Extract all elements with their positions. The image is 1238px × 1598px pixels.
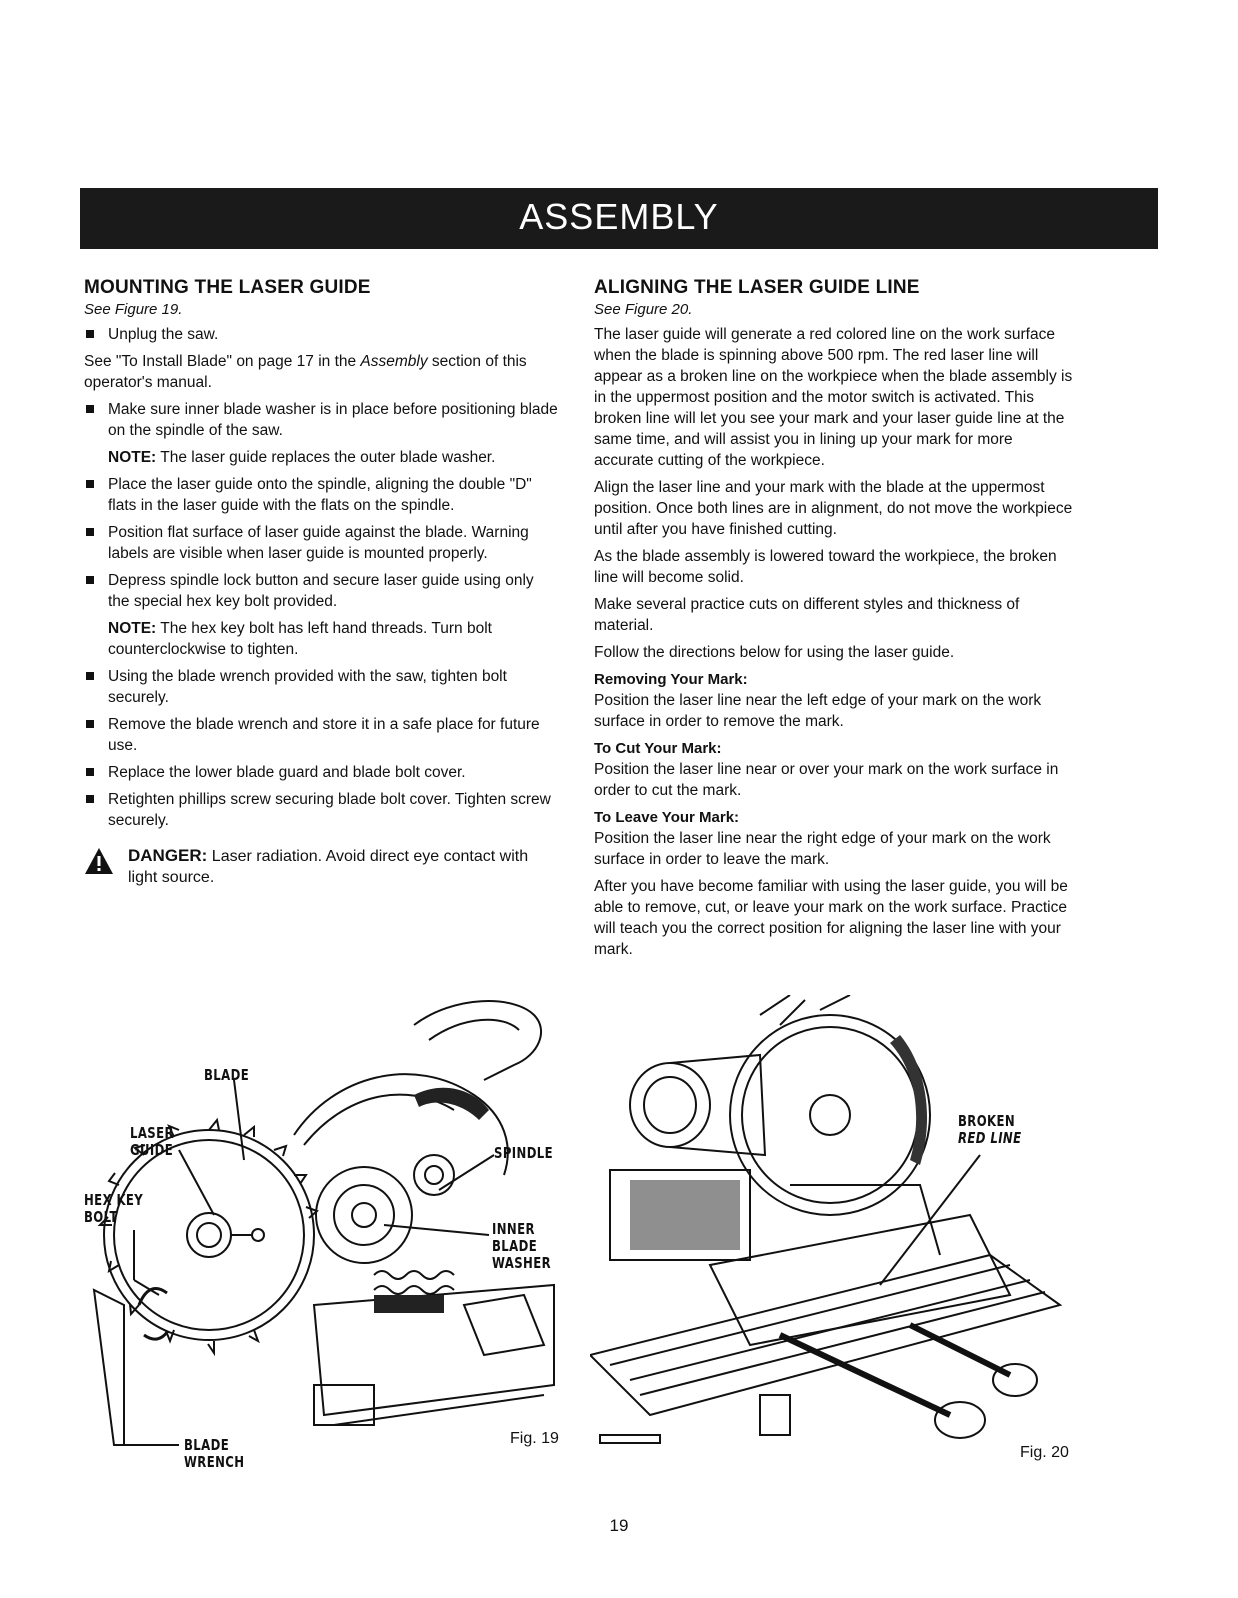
- miter-saw-broken-red-line-illustration: [588, 994, 1063, 1444]
- bullet-square-icon: [86, 405, 94, 413]
- paragraph: Align the laser line and your mark with …: [594, 479, 1073, 538]
- right-column: ALIGNING THE LASER GUIDE LINE See Figure…: [594, 276, 1074, 966]
- figure-19-label: Fig. 19: [510, 1430, 559, 1447]
- list-item: Make sure inner blade washer is in place…: [84, 399, 559, 468]
- bullet-square-icon: [86, 528, 94, 536]
- paragraph: Position the laser line near the left ed…: [594, 692, 1042, 730]
- callout-blade: BLADE: [204, 1066, 250, 1084]
- bullet-square-icon: [86, 720, 94, 728]
- banner-rule: [80, 246, 1158, 249]
- list-item: Depress spindle lock button and secure l…: [84, 570, 559, 660]
- paragraph: Position the laser line near the right e…: [594, 830, 1051, 868]
- miter-saw-laser-guide-illustration: [92, 1000, 555, 1446]
- list-item: Position flat surface of laser guide aga…: [84, 522, 559, 564]
- section-title: ASSEMBLY: [519, 196, 719, 237]
- list-item: Remove the blade wrench and store it in …: [84, 714, 559, 756]
- subheading-leave: To Leave Your Mark:: [594, 809, 740, 826]
- left-column: MOUNTING THE LASER GUIDE See Figure 19. …: [84, 276, 559, 888]
- paragraph: The laser guide will generate a red colo…: [594, 326, 1073, 469]
- warning-triangle-icon: [85, 848, 113, 874]
- note-outer-washer: NOTE: The laser guide replaces the outer…: [108, 449, 496, 466]
- heading-mounting: MOUNTING THE LASER GUIDE: [84, 277, 371, 298]
- bullet-list-2: Make sure inner blade washer is in place…: [84, 399, 559, 831]
- paragraph: Follow the directions below for using th…: [594, 644, 955, 661]
- bullet-square-icon: [86, 672, 94, 680]
- paragraph: Position the laser line near or over you…: [594, 761, 1059, 799]
- see-figure-19: See Figure 19.: [84, 301, 183, 318]
- list-item: Retighten phillips screw securing blade …: [84, 789, 559, 831]
- bullet-square-icon: [86, 576, 94, 584]
- bullet-square-icon: [86, 768, 94, 776]
- subheading-cut: To Cut Your Mark:: [594, 740, 722, 757]
- bullet-square-icon: [86, 330, 94, 338]
- list-item: Using the blade wrench provided with the…: [84, 666, 559, 708]
- paragraph: After you have become familiar with usin…: [594, 878, 1068, 958]
- list-item: Unplug the saw.: [84, 324, 559, 345]
- list-item: Place the laser guide onto the spindle, …: [84, 474, 559, 516]
- install-blade-paragraph: See "To Install Blade" on page 17 in the…: [84, 353, 527, 391]
- section-banner: ASSEMBLY: [80, 188, 1158, 246]
- bullet-list-1: Unplug the saw.: [84, 324, 559, 345]
- paragraph: Make several practice cuts on different …: [594, 596, 1020, 634]
- page-number: 19: [609, 1516, 629, 1535]
- see-figure-20: See Figure 20.: [594, 301, 693, 318]
- note-left-hand-threads: NOTE: The hex key bolt has left hand thr…: [108, 620, 492, 658]
- danger-warning: DANGER: Laser radiation. Avoid direct ey…: [84, 845, 559, 888]
- paragraph: As the blade assembly is lowered toward …: [594, 548, 1057, 586]
- bullet-square-icon: [86, 795, 94, 803]
- subheading-remove: Removing Your Mark:: [594, 671, 748, 688]
- figure-20-label: Fig. 20: [1020, 1444, 1069, 1461]
- bullet-square-icon: [86, 480, 94, 488]
- list-item: Replace the lower blade guard and blade …: [84, 762, 559, 783]
- callout-spindle: SPINDLE: [494, 1144, 554, 1162]
- heading-aligning: ALIGNING THE LASER GUIDE LINE: [594, 277, 920, 298]
